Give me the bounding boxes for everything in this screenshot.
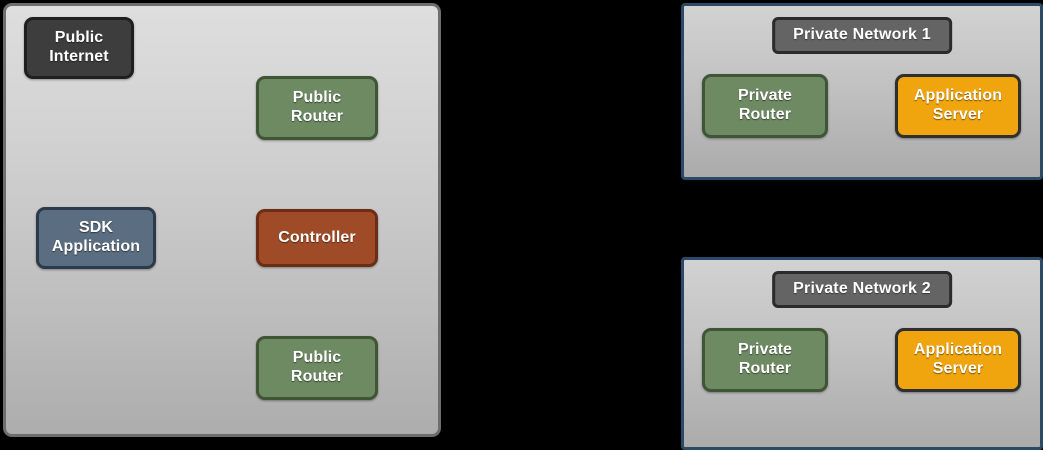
node-public-router-top[interactable]: Public Router [256,76,378,140]
private-network-1-panel: Private Network 1 Private Router Applica… [681,3,1043,180]
node-private-router-2-label: Private Router [737,341,793,377]
node-public-internet[interactable]: Public Internet [24,17,134,79]
node-public-router-bottom-label: Public Router [290,349,344,385]
node-private-router-2[interactable]: Private Router [702,328,828,392]
node-public-internet-label: Public Internet [49,29,109,65]
node-sdk-application-label: SDK Application [51,219,141,255]
node-application-server-1[interactable]: Application Server [895,74,1021,138]
node-private-router-1[interactable]: Private Router [702,74,828,138]
node-application-server-2[interactable]: Application Server [895,328,1021,392]
public-network-panel: Public Internet Public Router SDK Applic… [3,3,441,437]
private-network-1-title: Private Network 1 [772,17,952,54]
node-application-server-2-label: Application Server [913,341,1003,377]
private-network-2-panel: Private Network 2 Private Router Applica… [681,257,1043,450]
node-public-router-bottom[interactable]: Public Router [256,336,378,400]
node-application-server-1-label: Application Server [913,87,1003,123]
node-controller[interactable]: Controller [256,209,378,267]
private-network-2-title: Private Network 2 [772,271,952,308]
node-private-router-1-label: Private Router [737,87,793,123]
node-controller-label: Controller [278,228,356,246]
node-sdk-application[interactable]: SDK Application [36,207,156,269]
node-public-router-top-label: Public Router [290,89,344,125]
